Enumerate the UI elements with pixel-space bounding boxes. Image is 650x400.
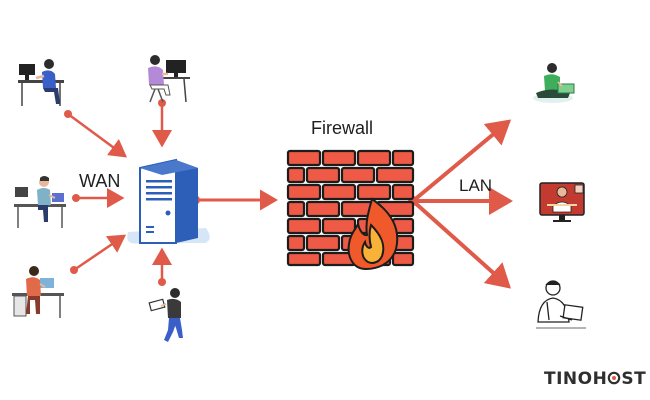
brand-logo-o-icon: [607, 369, 621, 389]
video-call-monitor-icon: [539, 182, 585, 222]
arrow-bottomleft-to-server: [70, 234, 127, 274]
brand-logo: TINOH ST: [544, 369, 646, 389]
firewall-label: Firewall: [311, 118, 374, 138]
arrow-server-to-firewall: [190, 189, 278, 211]
office-worker-icon: [12, 266, 64, 318]
desk-user-icon: [18, 59, 64, 106]
brand-logo-part1: TINOH: [544, 369, 608, 389]
arrow-topleft-to-server: [64, 110, 128, 158]
lan-label: LAN: [459, 176, 493, 195]
arrow-firewall-to-bottom-user: [411, 199, 511, 289]
wan-label: WAN: [79, 171, 121, 191]
man-with-laptop-icon: [536, 280, 586, 329]
meditating-laptop-user-icon: [533, 63, 575, 103]
arrow-bottom-to-server: [152, 247, 172, 286]
lan-arrows: [408, 119, 513, 289]
server-icon: [127, 158, 210, 244]
arrow-left-to-server: [72, 188, 125, 208]
arrow-top-to-server: [152, 99, 172, 148]
wan-arrows: [64, 99, 172, 286]
flame-icon: [347, 197, 399, 271]
brand-logo-part2: ST: [621, 369, 647, 389]
desk-worker-icon: [14, 176, 66, 228]
laptop-user-icon: [148, 55, 190, 103]
arrow-firewall-to-top-user: [411, 119, 512, 203]
walking-laptop-user-icon: [148, 288, 183, 342]
